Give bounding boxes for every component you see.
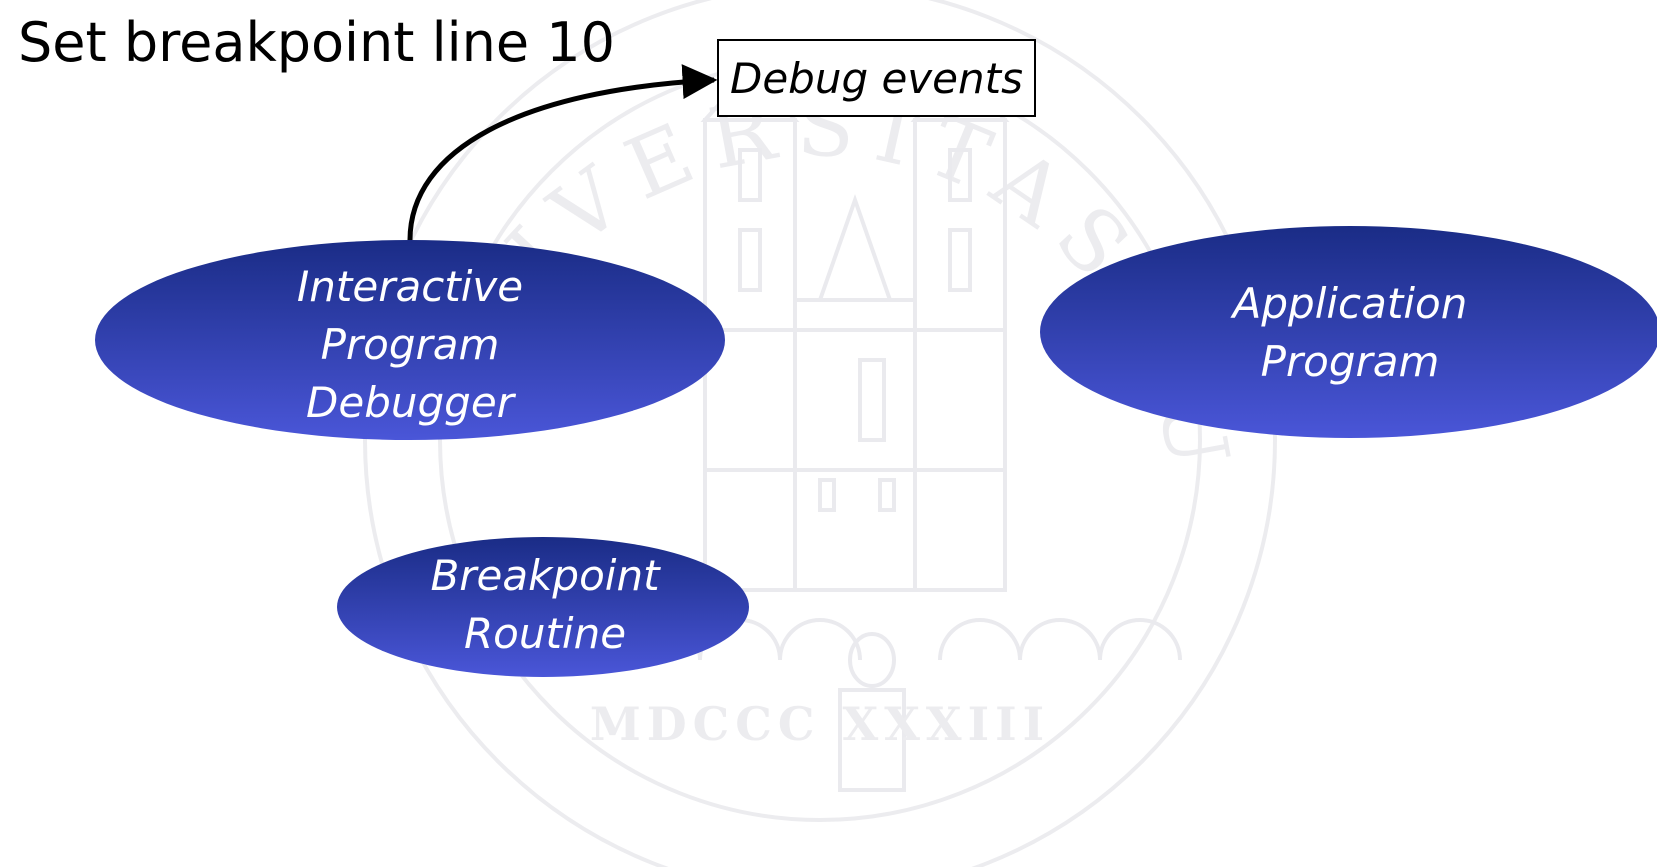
slide-title: Set breakpoint line 10 [18,11,615,74]
breakpoint-line-2: Routine [463,609,627,658]
debugger-line-1: Interactive [296,262,524,311]
application-program-ellipse [1040,226,1657,438]
interactive-program-debugger-ellipse [95,240,725,440]
breakpoint-line-1: Breakpoint [430,551,660,600]
debug-events-label: Debug events [730,53,1023,103]
debugger-line-2: Program [320,320,500,369]
debug-events-arrow [407,64,718,241]
interactive-program-debugger-label: Interactive Program Debugger [230,258,590,432]
breakpoint-routine-ellipse [337,537,749,677]
debug-events-box: Debug events [717,39,1036,117]
application-line-2: Program [1260,337,1440,386]
application-line-1: Application [1232,279,1468,328]
debugger-line-3: Debugger [306,378,514,427]
application-program-label: Application Program [1170,275,1530,391]
breakpoint-routine-label: Breakpoint Routine [380,547,710,663]
seal-year: MDCCC XXXIII [590,697,1050,751]
